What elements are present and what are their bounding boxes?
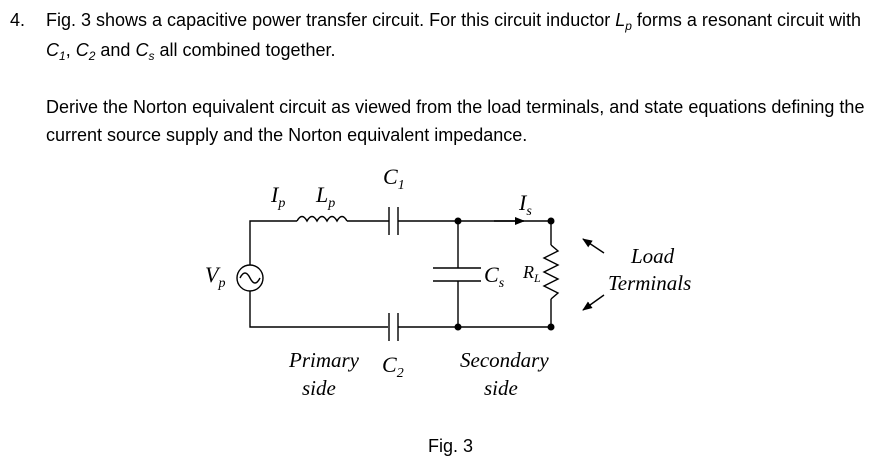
wire-source-bottom [249, 285, 388, 328]
arrow-load-lower [582, 294, 605, 311]
label-lp: Lp [315, 182, 335, 211]
p1-text-e: all combined together. [154, 40, 336, 60]
label-secondary-line2: side [484, 376, 518, 400]
p1-symbol-cs-sub: s [148, 49, 155, 63]
node-top-mid [454, 217, 462, 225]
p1-symbol-c1-sub: 1 [59, 49, 66, 63]
label-c1: C1 [383, 164, 405, 193]
label-vp: Vp [205, 262, 225, 291]
inductor-lp [296, 215, 348, 223]
label-primary-line1: Primary [288, 348, 360, 372]
label-load-line2: Terminals [608, 271, 691, 295]
resistor-rl [542, 244, 560, 300]
figure-caption: Fig. 3 [428, 436, 473, 456]
p1-text-b: forms a resonant circuit with [631, 10, 861, 30]
label-primary-line2: side [302, 376, 336, 400]
node-bottom-right [547, 323, 555, 331]
question-paragraph-2: Derive the Norton equivalent circuit as … [46, 97, 865, 145]
label-cs: Cs [484, 262, 505, 291]
ac-source-icon [236, 264, 264, 292]
label-secondary-line1: Secondary [460, 348, 549, 372]
arrow-load-upper [582, 238, 605, 254]
p1-text-d: and [95, 40, 136, 60]
label-is: Is [518, 190, 532, 219]
p1-symbol-c2: C [75, 40, 89, 60]
p1-symbol-l: L [615, 10, 626, 30]
p1-text-c: , [65, 40, 76, 60]
p1-symbol-l-sub: p [625, 19, 632, 33]
question-text: Fig. 3 shows a capacitive power transfer… [46, 6, 880, 149]
p1-symbol-c1: C [46, 40, 59, 60]
label-c2: C2 [382, 352, 404, 381]
question-number: 4. [10, 10, 26, 30]
p1-symbol-c2-sub: 2 [88, 49, 96, 63]
label-load-line1: Load [630, 244, 675, 268]
p1-symbol-cs: C [135, 40, 149, 60]
p1-text-a: Fig. 3 shows a capacitive power transfer… [46, 10, 616, 30]
question-paragraph-1: Fig. 3 shows a capacitive power transfer… [46, 6, 880, 66]
label-rl: RL [522, 262, 541, 285]
node-bottom-mid [454, 323, 462, 331]
wire-source-top [249, 220, 297, 271]
label-ip: Ip [270, 182, 285, 211]
node-top-right [547, 217, 555, 225]
